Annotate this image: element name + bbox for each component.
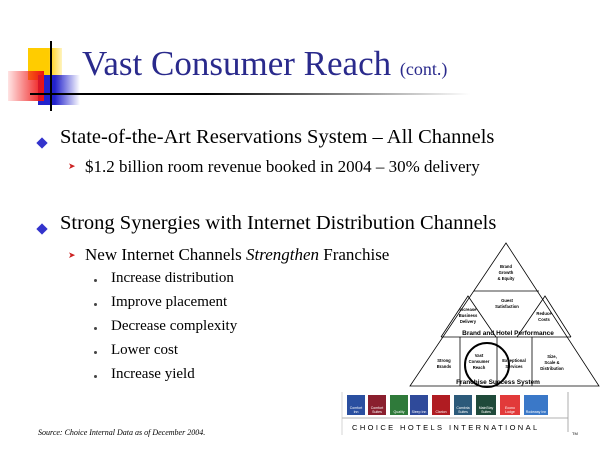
brand-logo: Comfort Suites <box>368 395 386 415</box>
inner-triangle-right <box>516 295 572 338</box>
text: Franchise <box>319 245 390 264</box>
text: New Internet Channels <box>85 245 246 264</box>
arrow-bullet-icon: ➤ <box>68 251 76 261</box>
decor-vertical-line <box>50 41 52 111</box>
dot-bullet-icon <box>94 327 97 330</box>
trademark: TM <box>572 431 578 436</box>
company-name: CHOICE HOTELS INTERNATIONAL <box>352 423 540 432</box>
dot-bullet-icon <box>94 279 97 282</box>
title-underline <box>30 93 470 95</box>
brand-logo: Quality <box>390 395 408 415</box>
dot-bullet-icon <box>94 375 97 378</box>
bullet-synergies: Strong Synergies with Internet Distribut… <box>60 212 497 234</box>
pyramid-outline <box>409 242 600 387</box>
arrow-bullet-icon: ➤ <box>68 162 76 172</box>
sub-bullet-internet-channels: New Internet Channels Strengthen Franchi… <box>85 245 389 265</box>
inner-triangle-left <box>440 295 497 338</box>
brand-logo: Sleep Inn <box>410 395 428 415</box>
source-note: Source: Choice Internal Data as of Decem… <box>38 428 206 437</box>
brand-logo: Comfort Inn <box>347 395 365 415</box>
dot-bullet-icon <box>94 351 97 354</box>
brand-logo: Cambria Suites <box>454 395 472 415</box>
brand-logo: Econo Lodge <box>500 395 520 415</box>
item-increase-yield: Increase yield <box>111 366 195 382</box>
decor-blue-square <box>38 75 80 105</box>
item-improve-placement: Improve placement <box>111 294 228 310</box>
pyramid-middle-label: Brand and Hotel Performance <box>462 330 554 337</box>
title-suffix: (cont.) <box>399 59 448 79</box>
pyramid-bottom-label: Franchise Success System <box>456 379 540 386</box>
brand-logo: MainStay Suites <box>476 395 496 415</box>
bullet-reservations: State-of-the-Art Reservations System – A… <box>60 126 495 148</box>
brand-logo: Clarion <box>432 395 450 415</box>
title-main: Vast Consumer Reach <box>82 44 392 83</box>
item-lower-cost: Lower cost <box>111 342 179 358</box>
item-decrease-complexity: Decrease complexity <box>111 318 238 334</box>
brand-logo: Rodeway Inn <box>524 395 548 415</box>
highlight-circle <box>464 342 510 388</box>
item-increase-distribution: Increase distribution <box>111 270 234 286</box>
sub-bullet-revenue: $1.2 billion room revenue booked in 2004… <box>85 157 480 176</box>
emphasis-text: Strengthen <box>245 245 320 264</box>
decor-red-square <box>8 71 44 101</box>
dot-bullet-icon <box>94 303 97 306</box>
pyramid-size-label: Size,Scale &Distribution <box>540 354 564 371</box>
page-title: Vast Consumer Reach (cont.) <box>82 44 447 84</box>
